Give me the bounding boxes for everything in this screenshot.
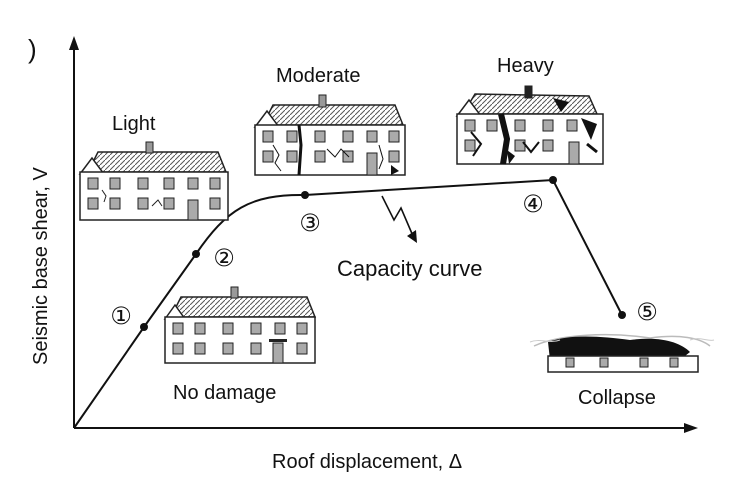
y-axis-title: Seismic base shear, V bbox=[30, 166, 52, 365]
point-label-5: ⑤ bbox=[636, 299, 658, 326]
corner-mark: ) bbox=[28, 34, 37, 64]
x-axis-title: Roof displacement, Δ bbox=[272, 451, 462, 473]
moderate-building-icon bbox=[253, 94, 406, 176]
damage-label-heavy: Heavy bbox=[497, 55, 554, 77]
axes bbox=[69, 36, 698, 433]
curve-point-3 bbox=[301, 191, 309, 199]
curve-point-2 bbox=[192, 250, 200, 258]
point-label-4: ④ bbox=[522, 191, 544, 218]
x-axis-arrow-icon bbox=[684, 423, 698, 433]
curve-point-5 bbox=[618, 311, 626, 319]
heavy-building-icon bbox=[455, 85, 604, 165]
no-damage-building-icon bbox=[163, 286, 317, 364]
damage-label-collapse: Collapse bbox=[578, 387, 656, 409]
point-label-1: ① bbox=[110, 303, 132, 330]
point-markers: ① ② ③ ④ ⑤ bbox=[110, 191, 658, 330]
capacity-curve-label: Capacity curve bbox=[337, 256, 483, 281]
curve-point-4 bbox=[549, 176, 557, 184]
y-axis-arrow-icon bbox=[69, 36, 79, 50]
damage-label-light: Light bbox=[112, 113, 156, 135]
damage-label-moderate: Moderate bbox=[276, 65, 361, 87]
point-label-3: ③ bbox=[299, 210, 321, 237]
collapse-building-icon bbox=[529, 333, 715, 373]
curve-points bbox=[140, 176, 626, 331]
light-building-icon bbox=[78, 141, 229, 221]
curve-point-1 bbox=[140, 323, 148, 331]
pointer-arrow-icon bbox=[381, 195, 417, 243]
point-label-2: ② bbox=[213, 245, 235, 272]
damage-label-no-damage: No damage bbox=[173, 382, 276, 404]
